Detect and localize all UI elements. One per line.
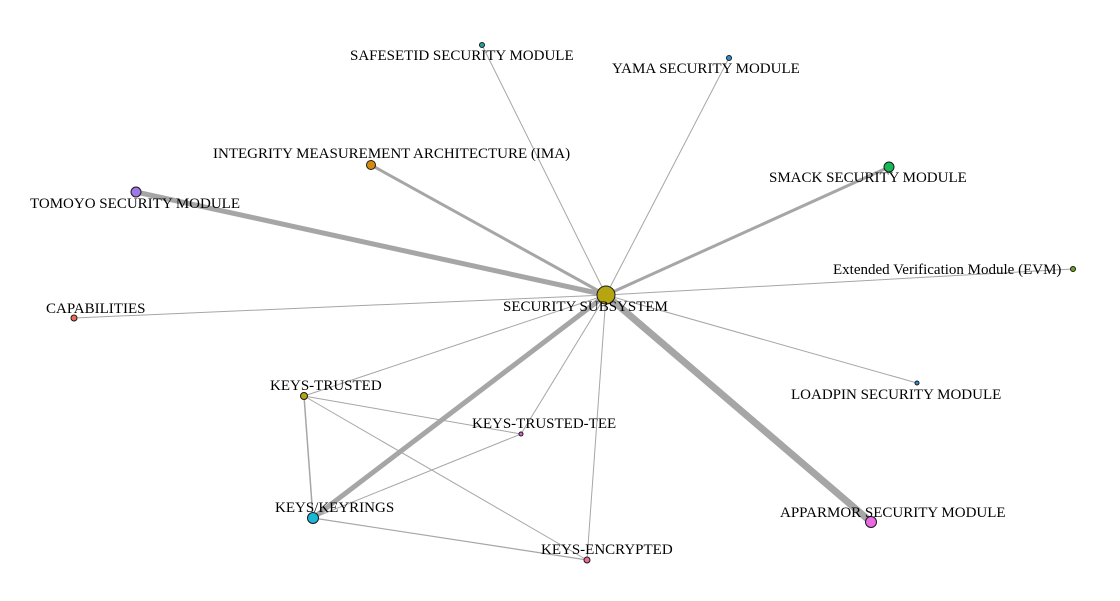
node-security — [596, 285, 616, 305]
edge-security-safesetid — [481, 44, 607, 296]
node-label-ima: INTEGRITY MEASUREMENT ARCHITECTURE (IMA) — [213, 146, 570, 162]
node-keys-encrypted — [583, 556, 591, 564]
edge-keys_trusted-keys_encrypted — [303, 395, 588, 561]
node-label-yama: YAMA SECURITY MODULE — [612, 61, 800, 77]
edge-security-keys_trusted — [303, 294, 607, 397]
edge-security-yama — [605, 57, 730, 296]
edge-security-ima — [369, 163, 608, 297]
edge-keyrings-keys_trusted_tee — [312, 433, 522, 519]
edge-security-capabilities — [73, 294, 607, 319]
node-smack — [883, 161, 895, 173]
node-tomoyo — [130, 186, 142, 198]
edge-security-evm — [605, 268, 1074, 296]
node-label-loadpin: LOADPIN SECURITY MODULE — [791, 387, 1001, 403]
node-loadpin — [914, 380, 920, 386]
node-keyrings — [307, 512, 319, 524]
edge-security-loadpin — [605, 294, 918, 384]
node-capabilities — [70, 314, 78, 322]
node-ima — [366, 160, 376, 170]
node-label-evm: Extended Verification Module (EVM) — [833, 262, 1061, 278]
edge-security-apparmor — [602, 291, 875, 526]
edge-security-smack — [604, 165, 891, 297]
labels-layer: SECURITY SUBSYSTEM SAFESETID SECURITY MOD… — [30, 48, 1061, 558]
edge-security-tomoyo — [133, 189, 609, 298]
node-label-tomoyo: TOMOYO SECURITY MODULE — [30, 196, 240, 212]
node-label-smack: SMACK SECURITY MODULE — [769, 170, 967, 186]
node-label-safesetid: SAFESETID SECURITY MODULE — [350, 48, 574, 64]
node-label-keyrings: KEYS/KEYRINGS — [275, 500, 394, 516]
edge-security-keys_trusted_tee — [520, 294, 607, 435]
node-label-keys-trusted: KEYS-TRUSTED — [270, 378, 382, 394]
node-label-capabilities: CAPABILITIES — [46, 301, 145, 317]
edges-layer — [73, 44, 1074, 561]
node-keys-trusted-tee — [518, 431, 524, 437]
node-keys-trusted — [300, 392, 308, 400]
edge-security-keyrings — [310, 292, 609, 521]
node-apparmor — [865, 516, 877, 528]
node-label-keys-trusted-tee: KEYS-TRUSTED-TEE — [472, 416, 616, 432]
edge-keys_trusted-keyrings — [303, 395, 314, 519]
node-label-security: SECURITY SUBSYSTEM — [503, 299, 668, 315]
node-safesetid — [479, 42, 485, 48]
nodes-layer — [70, 42, 1076, 564]
node-yama — [726, 55, 732, 61]
node-evm — [1070, 266, 1076, 272]
edge-keys_trusted-keys_trusted_tee — [303, 395, 522, 435]
edge-security-keys_encrypted — [586, 294, 607, 561]
edge-keyrings-keys_encrypted — [312, 517, 588, 561]
node-label-keys-encrypted: KEYS-ENCRYPTED — [541, 542, 673, 558]
node-label-apparmor: APPARMOR SECURITY MODULE — [780, 505, 1006, 521]
